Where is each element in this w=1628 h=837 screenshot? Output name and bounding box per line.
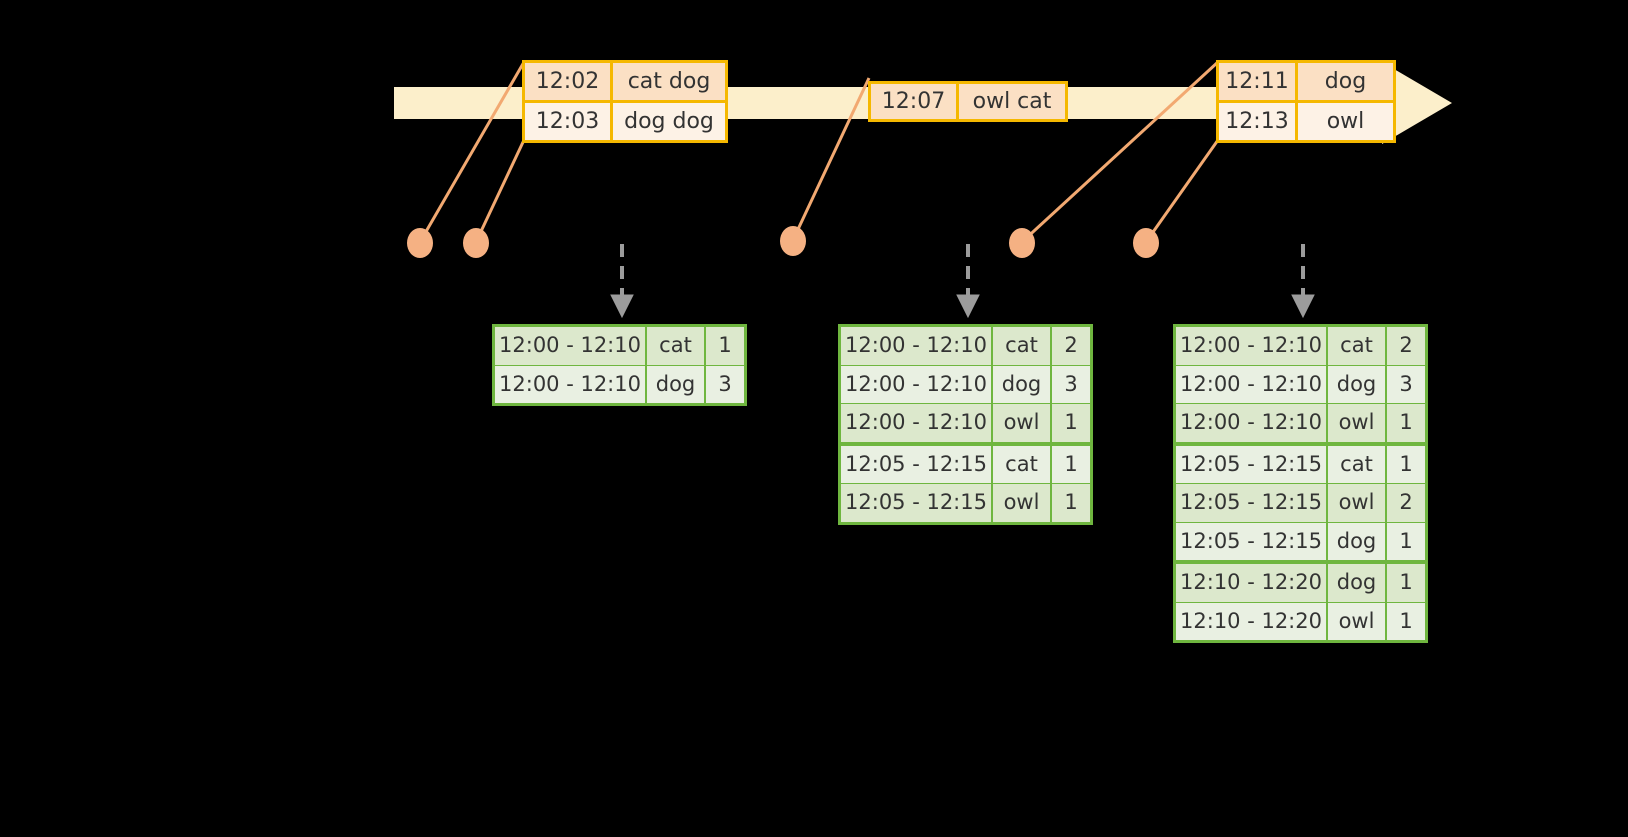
count-cell: 1 (1052, 445, 1090, 483)
connector-line-4 (1020, 60, 1220, 244)
marker-dot-1 (407, 228, 433, 258)
event-words: owl (1298, 103, 1393, 140)
event-box-2[interactable]: 12:07 owl cat (868, 81, 1068, 122)
connector-line-3 (791, 77, 871, 241)
event-time: 12:02 (525, 63, 613, 100)
window-range-cell: 12:00 - 12:10 (495, 327, 645, 365)
count-cell: 3 (1052, 365, 1090, 403)
emission-arrow-2 (956, 244, 980, 319)
event-time: 12:07 (871, 84, 959, 119)
count-cell: 3 (706, 365, 744, 403)
connector-line-5 (1144, 139, 1220, 243)
window-range-cell: 12:10 - 12:20 (1176, 602, 1326, 640)
marker-dots (407, 226, 1159, 258)
count-cell: 1 (1387, 404, 1425, 442)
count-cell: 2 (1387, 327, 1425, 365)
window-range-cell: 12:00 - 12:10 (1176, 365, 1326, 403)
word-cell: owl (1328, 404, 1385, 442)
event-row[interactable]: 12:03 dog dog (525, 100, 725, 140)
window-range-cell: 12:05 - 12:15 (841, 484, 991, 522)
event-time: 12:11 (1219, 63, 1298, 100)
event-words: dog (1298, 63, 1393, 100)
window-range-cell: 12:10 - 12:20 (1176, 564, 1326, 602)
word-cell: dog (1328, 522, 1385, 560)
word-cell: dog (1328, 564, 1385, 602)
count-cell: 1 (706, 327, 744, 365)
marker-dot-5 (1133, 228, 1159, 258)
emission-arrow-3 (1291, 244, 1315, 319)
count-cell: 2 (1387, 484, 1425, 522)
window-range-cell: 12:05 - 12:15 (1176, 445, 1326, 483)
window-range-cell: 12:05 - 12:15 (1176, 484, 1326, 522)
event-row[interactable]: 12:11 dog (1219, 63, 1393, 100)
marker-dot-2 (463, 228, 489, 258)
word-cell: owl (993, 484, 1050, 522)
event-box-1[interactable]: 12:02 cat dog 12:03 dog dog (522, 60, 728, 143)
count-cell: 1 (1052, 404, 1090, 442)
window-range-cell: 12:00 - 12:10 (841, 404, 991, 442)
event-time: 12:03 (525, 103, 613, 140)
event-box-3[interactable]: 12:11 dog 12:13 owl (1216, 60, 1396, 143)
event-time: 12:13 (1219, 103, 1298, 140)
connector-line-2 (474, 139, 526, 243)
marker-dot-4 (1009, 228, 1035, 258)
count-cell: 1 (1387, 602, 1425, 640)
word-cell: cat (647, 327, 704, 365)
word-cell: owl (993, 404, 1050, 442)
window-range-cell: 12:00 - 12:10 (1176, 404, 1326, 442)
count-cell: 1 (1387, 445, 1425, 483)
count-cell: 2 (1052, 327, 1090, 365)
count-cell: 1 (1052, 484, 1090, 522)
count-cell: 3 (1387, 365, 1425, 403)
event-words: owl cat (959, 84, 1065, 119)
emission-arrows (610, 244, 1315, 319)
word-cell: dog (647, 365, 704, 403)
event-words: cat dog (613, 63, 725, 100)
event-row[interactable]: 12:07 owl cat (871, 84, 1065, 119)
marker-dot-3 (780, 226, 806, 256)
window-range-cell: 12:05 - 12:15 (841, 445, 991, 483)
window-range-cell: 12:00 - 12:10 (841, 365, 991, 403)
word-cell: cat (1328, 327, 1385, 365)
word-cell: owl (1328, 484, 1385, 522)
window-range-cell: 12:00 - 12:10 (1176, 327, 1326, 365)
event-row[interactable]: 12:02 cat dog (525, 63, 725, 100)
emission-arrow-1 (610, 244, 634, 319)
window-range-cell: 12:05 - 12:15 (1176, 522, 1326, 560)
word-cell: owl (1328, 602, 1385, 640)
word-cell: dog (1328, 365, 1385, 403)
event-row[interactable]: 12:13 owl (1219, 100, 1393, 140)
count-cell: 1 (1387, 564, 1425, 602)
connector-lines (418, 60, 1220, 244)
word-cell: cat (993, 327, 1050, 365)
word-cell: dog (993, 365, 1050, 403)
word-cell: cat (993, 445, 1050, 483)
count-cell: 1 (1387, 522, 1425, 560)
window-range-cell: 12:00 - 12:10 (495, 365, 645, 403)
connector-line-1 (418, 61, 526, 243)
window-range-cell: 12:00 - 12:10 (841, 327, 991, 365)
word-cell: cat (1328, 445, 1385, 483)
event-words: dog dog (613, 103, 725, 140)
